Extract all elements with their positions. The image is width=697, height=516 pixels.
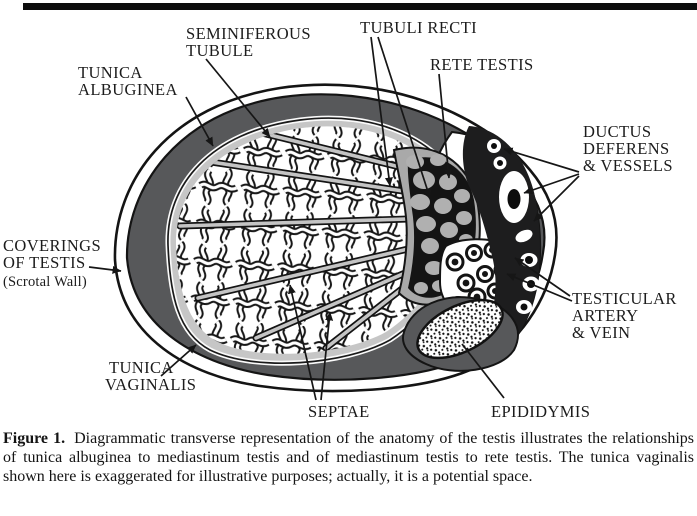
leader-ductus-3 <box>533 175 580 222</box>
testis-diagram: SEMINIFEROUS TUBULE TUBULI RECTI TUNICA … <box>3 18 677 421</box>
leader-tubuli-recti-1 <box>370 36 393 187</box>
label-ductus-deferens-vessels: DUCTUS <box>583 122 651 141</box>
leader-ductus-2 <box>523 173 580 195</box>
epididymis-group <box>402 296 519 372</box>
leader-seminiferous-tubule <box>205 58 271 138</box>
svg-text:TUBULE: TUBULE <box>186 41 253 60</box>
leader-testicular-2 <box>506 273 573 302</box>
label-coverings-of-testis: COVERINGS <box>3 236 101 255</box>
leader-ductus-1 <box>503 147 580 173</box>
svg-text:& VESSELS: & VESSELS <box>583 156 673 175</box>
top-rule <box>23 3 697 10</box>
svg-text:(Scrotal Wall): (Scrotal Wall) <box>3 274 87 290</box>
figure-caption-text: Diagrammatic transverse representation o… <box>3 430 694 485</box>
leader-septae-2 <box>320 311 334 401</box>
leader-testicular-1 <box>514 257 571 297</box>
label-septae: SEPTAE <box>308 402 370 421</box>
svg-text:OF TESTIS: OF TESTIS <box>3 253 86 272</box>
svg-text:VAGINALIS: VAGINALIS <box>105 375 196 394</box>
label-tubuli-recti: TUBULI RECTI <box>360 18 477 37</box>
label-seminiferous-tubule: SEMINIFEROUS <box>186 24 311 43</box>
leader-rete-testis <box>438 73 453 179</box>
leader-tunica-albuginea <box>185 96 214 147</box>
leader-tubuli-recti-2 <box>377 36 432 199</box>
leader-coverings <box>88 265 122 274</box>
figure-caption: Figure 1.Diagrammatic transverse represe… <box>3 429 694 486</box>
leader-epididymis <box>461 343 505 399</box>
figure-caption-label: Figure 1. <box>3 430 66 447</box>
svg-text:DEFERENS: DEFERENS <box>583 139 670 158</box>
labels: SEMINIFEROUS TUBULE TUBULI RECTI TUNICA … <box>3 18 677 421</box>
label-tunica-albuginea: TUNICA <box>78 63 143 82</box>
leader-septae-1 <box>287 284 317 401</box>
leader-lines <box>88 36 580 401</box>
label-rete-testis: RETE TESTIS <box>430 55 534 74</box>
svg-text:& VEIN: & VEIN <box>572 323 630 342</box>
label-epididymis: EPIDIDYMIS <box>491 402 590 421</box>
label-tunica-vaginalis: TUNICA <box>109 358 174 377</box>
leader-tunica-vaginalis <box>160 344 197 377</box>
label-testicular-artery-vein: TESTICULAR <box>572 289 677 308</box>
septae-lines <box>176 129 444 352</box>
svg-text:ARTERY: ARTERY <box>572 306 639 325</box>
svg-text:ALBUGINEA: ALBUGINEA <box>78 80 178 99</box>
